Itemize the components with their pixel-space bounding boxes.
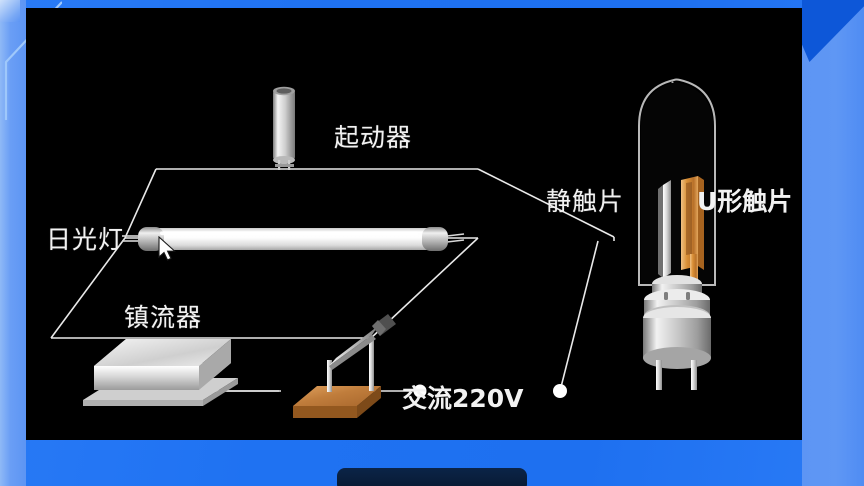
circuit-diagram [50,78,716,418]
label-ac-supply: 交流220V [402,384,524,413]
window-left-corner-highlight [0,0,20,22]
fluorescent-tube-graphic [122,227,465,251]
label-ballast: 镇流器 [124,303,203,332]
ballast-box-graphic [83,339,238,406]
starter-cutaway-graphic [638,78,716,390]
label-starter: 起动器 [334,123,413,152]
slide-canvas: 起动器 日光灯 镇流器 交流220V 静触片 U形触片 [26,8,802,440]
window-left-edge [0,0,26,486]
slide-bottom-bar[interactable] [337,468,527,486]
window-right-edge [802,0,864,486]
knife-switch-graphic [293,314,396,418]
label-static-contact: 静触片 [546,187,625,216]
label-fluorescent-lamp: 日光灯 [46,225,125,254]
terminal-left-dot [413,384,427,398]
label-u-contact: U形触片 [697,187,793,216]
terminal-right-dot [553,384,567,398]
starter-can-graphic [273,86,295,170]
